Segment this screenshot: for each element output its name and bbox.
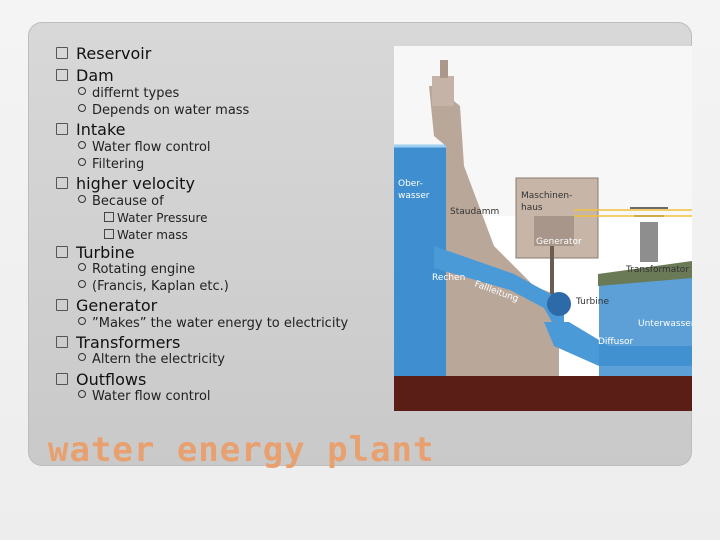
- ground: [394, 376, 692, 411]
- sub-sub-bullet: Water mass: [104, 228, 188, 242]
- bullet-turbine: Turbine: [56, 243, 135, 262]
- sub-bullet: Water flow control: [78, 140, 211, 155]
- reservoir-water: [394, 146, 446, 376]
- circle-bullet-icon: [78, 158, 86, 166]
- label-generator: Generator: [536, 237, 582, 247]
- circle-bullet-icon: [78, 353, 86, 361]
- label-unterwasser: Unterwasser: [638, 319, 692, 329]
- bullet-label: Turbine: [76, 243, 135, 262]
- penstock-pipe: [434, 246, 564, 322]
- sub-bullet-label: Filtering: [92, 157, 145, 172]
- bullet-reservoir: Reservoir: [56, 44, 151, 63]
- label-diffusor: Diffusor: [598, 337, 634, 347]
- dam-crest: [432, 76, 454, 106]
- checkbox-bullet-icon: [56, 122, 68, 135]
- checkbox-bullet-icon: [104, 212, 114, 222]
- circle-bullet-icon: [78, 280, 86, 288]
- sub-bullet: Altern the electricity: [78, 352, 225, 367]
- checkbox-bullet-icon: [56, 298, 68, 311]
- sub-bullet-label: Altern the electricity: [92, 352, 225, 367]
- sub-bullet-label: differnt types: [92, 86, 180, 101]
- sub-bullet-label: Rotating engine: [92, 262, 196, 277]
- sub-bullet-label: Water flow control: [92, 140, 211, 155]
- sub-bullet: Water flow control: [78, 389, 211, 404]
- power-lines: [574, 209, 692, 217]
- label-rechen: Rechen: [432, 273, 465, 283]
- bullet-intake: Intake: [56, 120, 125, 139]
- bullet-label: Dam: [76, 66, 114, 85]
- checkbox-bullet-icon: [56, 68, 68, 81]
- sub-sub-bullet-label: Water mass: [117, 228, 188, 242]
- sub-sub-bullet: Water Pressure: [104, 211, 208, 225]
- label-transformator: Transformator: [625, 265, 689, 275]
- circle-bullet-icon: [78, 141, 86, 149]
- sub-bullet-label: (Francis, Kaplan etc.): [92, 279, 229, 294]
- circle-bullet-icon: [78, 263, 86, 271]
- sub-bullet: Depends on water mass: [78, 103, 249, 118]
- sub-bullet-label: ”Makes” the water energy to electricity: [92, 316, 349, 331]
- turbine-shaft: [550, 246, 554, 296]
- bullet-outflows: Outflows: [56, 370, 146, 389]
- bullet-label: higher velocity: [76, 174, 195, 193]
- dam-body: [429, 86, 559, 376]
- label-oberwasser-1: Ober-: [398, 179, 423, 189]
- hydropower-plant-diagram: Ober- wasser Staudamm Maschinen- haus Ge…: [394, 46, 692, 411]
- sub-sub-bullet-label: Water Pressure: [117, 211, 208, 225]
- sub-bullet: Filtering: [78, 157, 144, 172]
- bullet-label: Intake: [76, 120, 126, 139]
- bullet-label: Reservoir: [76, 44, 152, 63]
- label-staudamm: Staudamm: [450, 207, 499, 217]
- checkbox-bullet-icon: [56, 372, 68, 385]
- checkbox-bullet-icon: [56, 335, 68, 348]
- label-oberwasser-2: wasser: [398, 191, 430, 201]
- label-turbine: Turbine: [575, 297, 609, 307]
- circle-bullet-icon: [78, 195, 86, 203]
- label-maschinenhaus-1: Maschinen-: [521, 191, 572, 201]
- generator-block: [534, 216, 574, 246]
- circle-bullet-icon: [78, 317, 86, 325]
- bullet-label: Outflows: [76, 370, 147, 389]
- sub-bullet: differnt types: [78, 86, 179, 101]
- crest-post: [440, 60, 448, 78]
- bullet-label: Generator: [76, 296, 158, 315]
- transformer: [640, 222, 658, 262]
- checkbox-bullet-icon: [56, 245, 68, 258]
- checkbox-bullet-icon: [56, 46, 68, 59]
- circle-bullet-icon: [78, 87, 86, 95]
- sub-bullet: Rotating engine: [78, 262, 195, 277]
- circle-bullet-icon: [78, 104, 86, 112]
- sub-bullet-label: Depends on water mass: [92, 103, 250, 118]
- riverbank: [598, 261, 692, 286]
- bullet-higher-velocity: higher velocity: [56, 174, 195, 193]
- label-maschinenhaus-2: haus: [521, 203, 543, 213]
- bullet-generator: Generator: [56, 296, 157, 315]
- sub-bullet-label: Because of: [92, 194, 164, 209]
- sub-bullet: ”Makes” the water energy to electricity: [78, 316, 348, 331]
- checkbox-bullet-icon: [104, 229, 114, 239]
- circle-bullet-icon: [78, 390, 86, 398]
- bullet-transformers: Transformers: [56, 333, 180, 352]
- checkbox-bullet-icon: [56, 176, 68, 189]
- slide-title: water energy plant: [48, 430, 435, 470]
- bullet-label: Transformers: [76, 333, 181, 352]
- sub-bullet-label: Water flow control: [92, 389, 211, 404]
- bullet-dam: Dam: [56, 66, 114, 85]
- turbine-wheel: [547, 292, 571, 316]
- sub-bullet: (Francis, Kaplan etc.): [78, 279, 229, 294]
- tailwater: [599, 278, 692, 376]
- sub-bullet: Because of: [78, 194, 164, 209]
